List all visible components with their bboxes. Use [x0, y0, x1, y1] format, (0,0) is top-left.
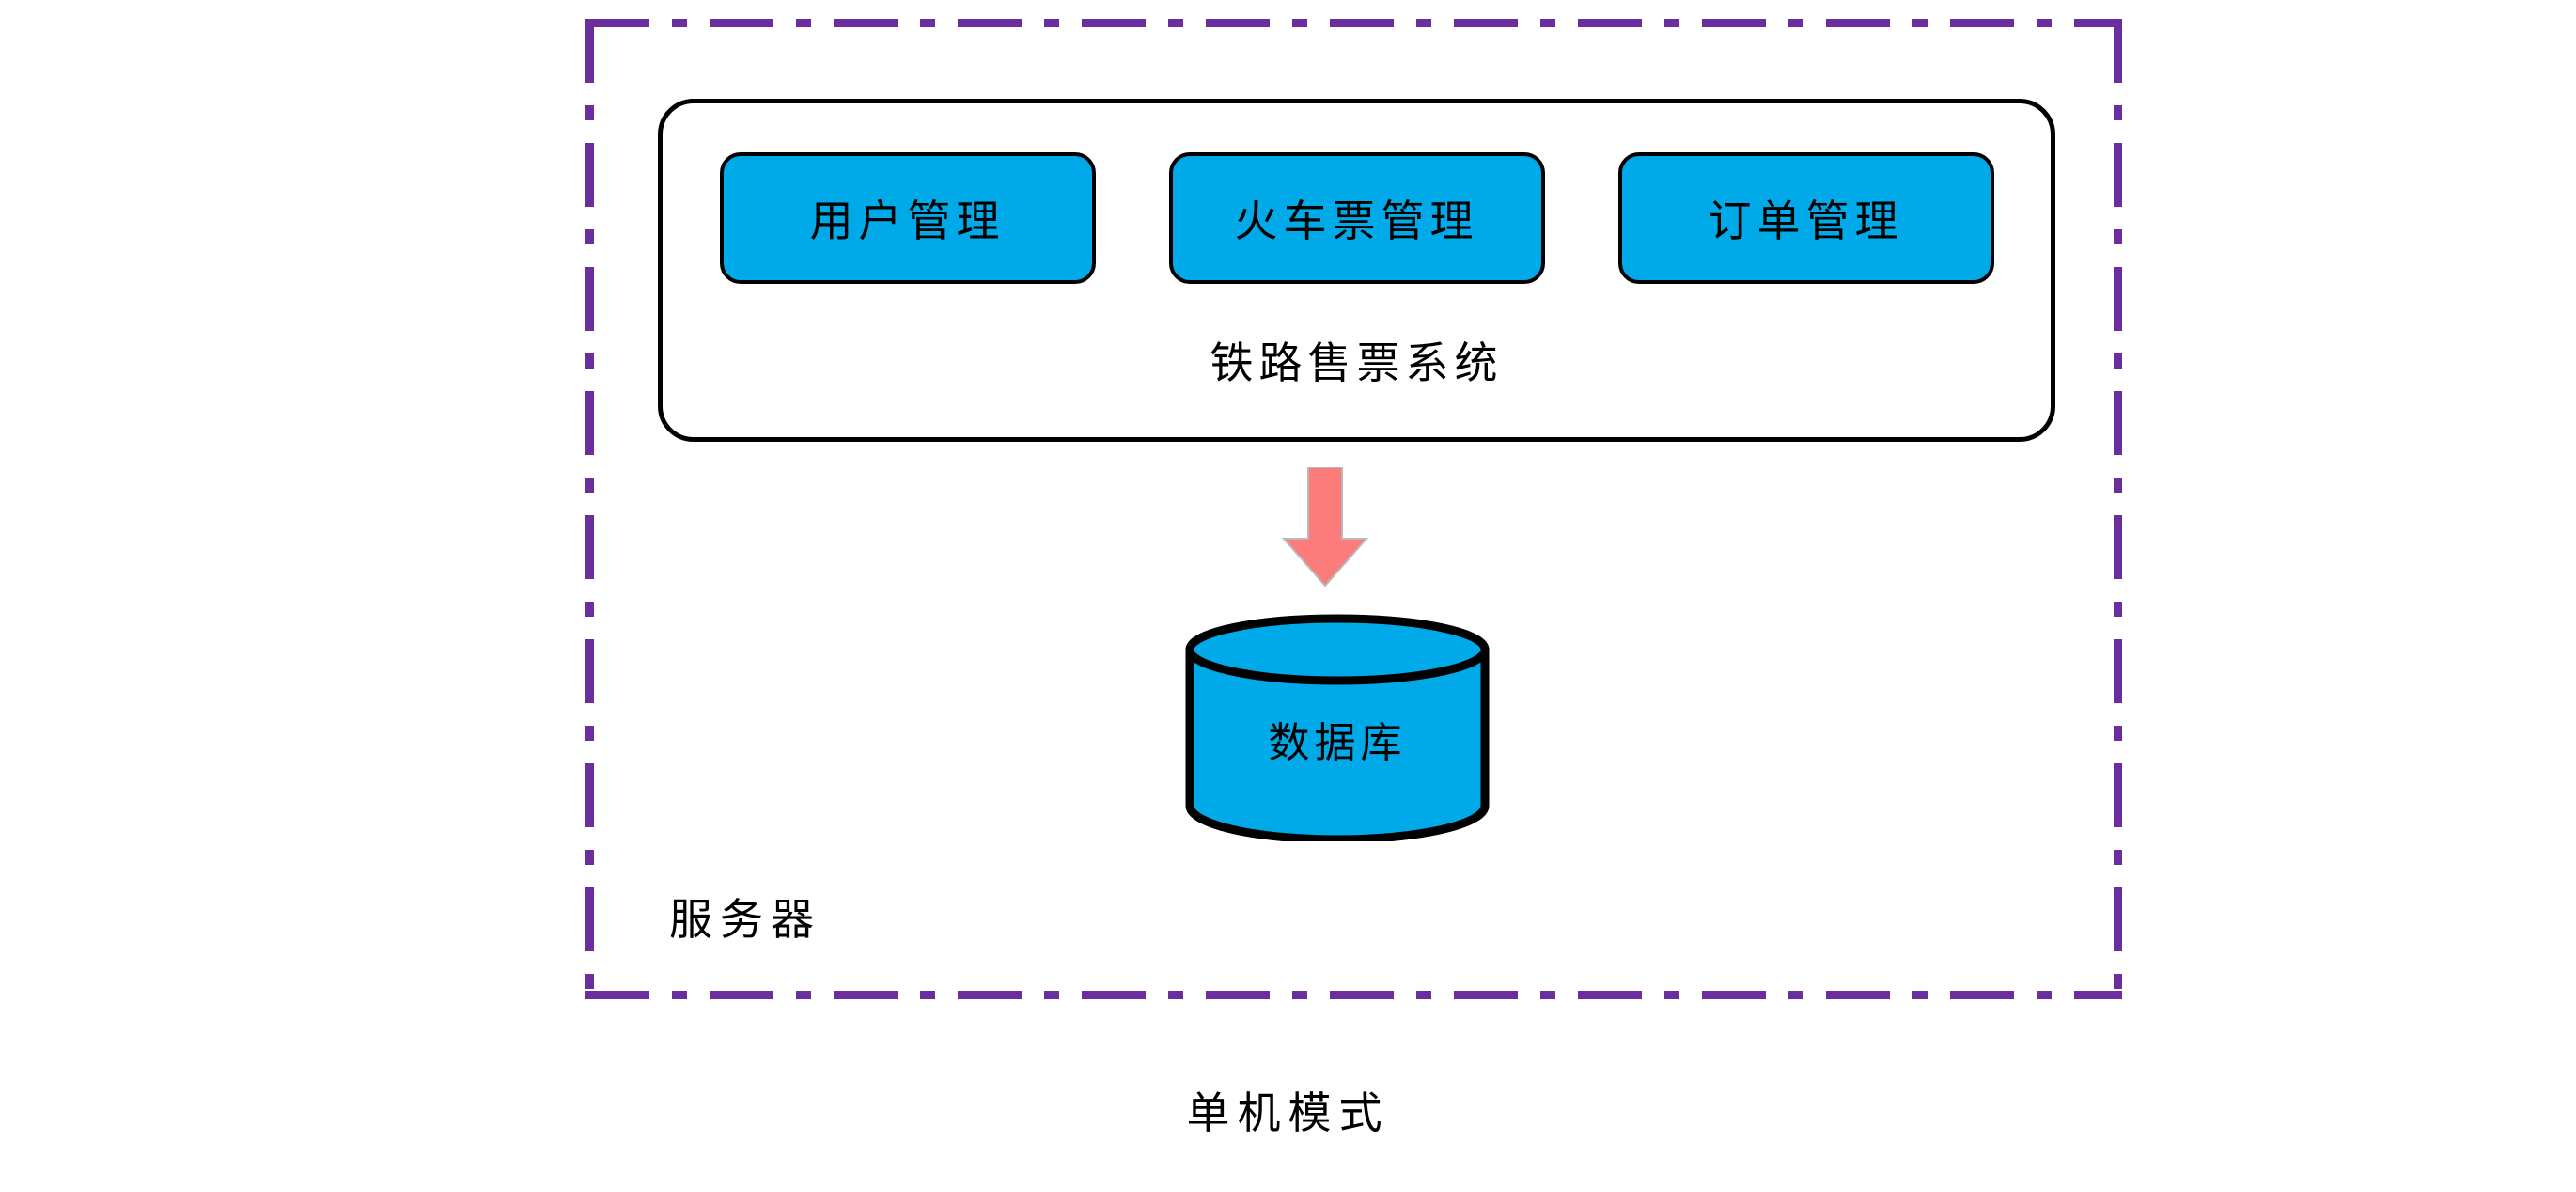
down-arrow-icon	[1280, 466, 1370, 588]
railway-ticketing-system-box: 用户管理 火车票管理 订单管理 铁路售票系统	[658, 99, 2055, 442]
module-row: 用户管理 火车票管理 订单管理	[663, 152, 2051, 284]
module-user-management[interactable]: 用户管理	[719, 152, 1096, 284]
server-boundary-label: 服务器	[669, 896, 821, 944]
boundary-edge-left	[585, 19, 594, 999]
module-train-ticket-management-label: 火车票管理	[1234, 197, 1479, 245]
module-order-management-label: 订单管理	[1708, 197, 1904, 245]
module-user-management-label: 用户管理	[809, 197, 1006, 245]
database-cylinder-icon: 数据库	[1182, 614, 1492, 841]
boundary-edge-top	[585, 19, 2122, 27]
system-label: 铁路售票系统	[1210, 339, 1504, 387]
module-train-ticket-management[interactable]: 火车票管理	[1168, 152, 1545, 284]
boundary-edge-bottom	[585, 991, 2122, 999]
server-boundary	[585, 19, 2122, 999]
module-order-management[interactable]: 订单管理	[1617, 152, 1994, 284]
diagram-caption: 单机模式	[1186, 1090, 1390, 1137]
boundary-edge-right	[2114, 19, 2122, 999]
